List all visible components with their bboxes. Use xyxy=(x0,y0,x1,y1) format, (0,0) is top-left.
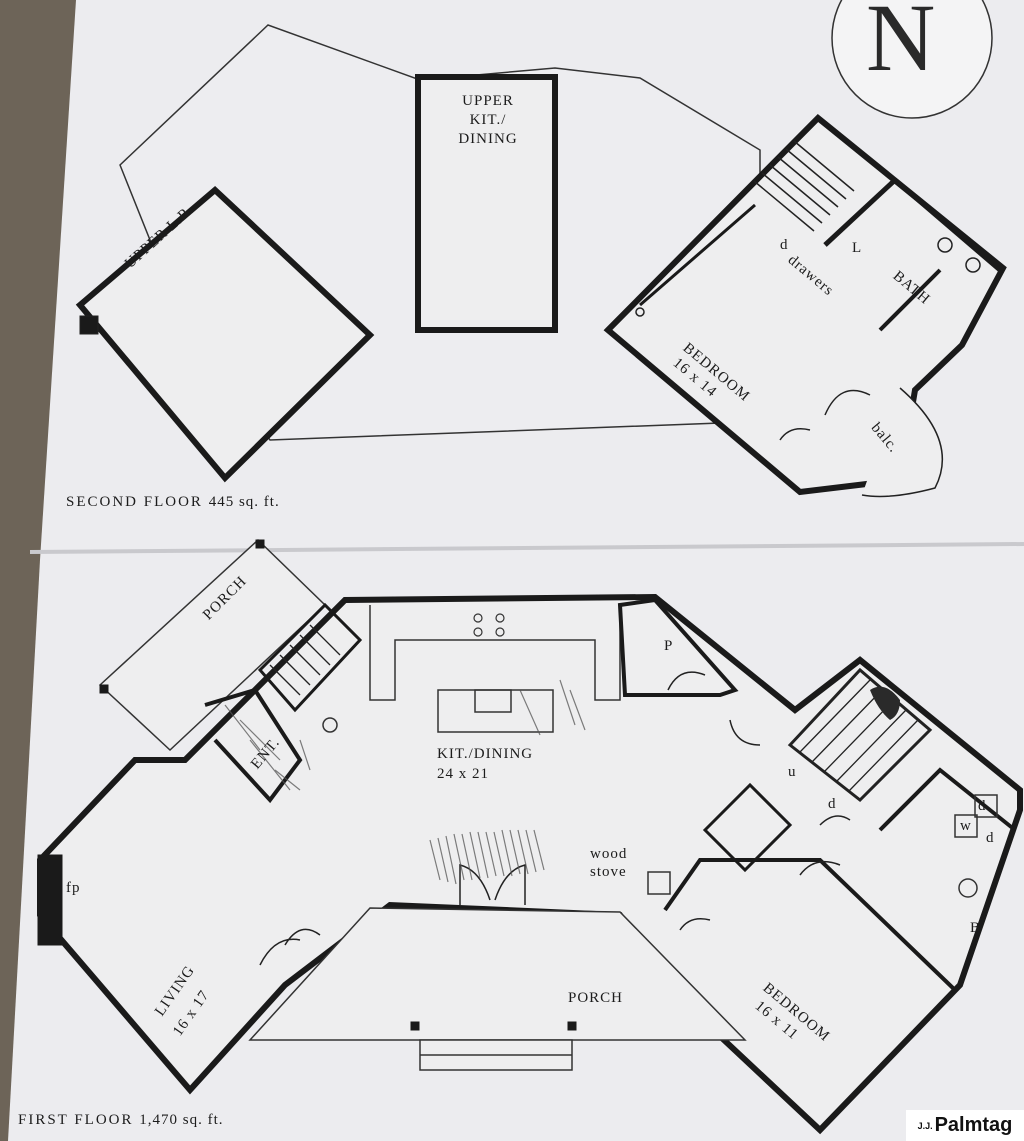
upper-bath-wall xyxy=(823,178,897,247)
upper-wall-post xyxy=(635,307,645,317)
pantry xyxy=(617,597,739,697)
pantry-label: P xyxy=(664,638,674,654)
first-floor-title: FIRST FLOOR xyxy=(18,1112,134,1128)
upper-bath-wall-2 xyxy=(893,178,1002,272)
compass-circle xyxy=(831,0,993,119)
front-porch-post-1 xyxy=(410,1021,420,1031)
first-floor-caption: FIRST FLOOR 1,470 sq. ft. xyxy=(18,1112,224,1129)
washer xyxy=(954,814,978,838)
dryer-label-2: d xyxy=(986,830,995,846)
marker-blot xyxy=(870,686,900,720)
upper-kit-label-2: KIT./ xyxy=(469,112,507,128)
side-porch-post-2 xyxy=(99,684,109,694)
upper-bedroom-inner-wall xyxy=(639,203,756,307)
front-porch-label: PORCH xyxy=(568,990,624,1006)
upper-sink-1 xyxy=(937,237,953,253)
second-floor-plan xyxy=(75,24,1007,498)
upper-kit-dining-room xyxy=(415,74,558,333)
upper-l-label: L xyxy=(852,240,863,256)
bedroom-walls xyxy=(663,858,957,992)
logo-name: Palmtag xyxy=(934,1114,1013,1136)
logo-prefix: J.J. xyxy=(917,1120,933,1131)
fireplace-label: fp xyxy=(66,880,81,896)
upper-closet-door xyxy=(779,428,811,441)
upper-kit-label-3: DINING xyxy=(458,131,518,147)
front-porch xyxy=(248,907,747,1041)
compass-letter: N xyxy=(866,0,935,91)
entry-stairs xyxy=(269,624,341,696)
front-door xyxy=(459,864,526,905)
bedroom-closet-door xyxy=(679,918,711,931)
upper-stairs xyxy=(753,140,855,232)
front-porch-post-2 xyxy=(567,1021,577,1031)
dryer xyxy=(974,794,998,818)
pencil-scribbles xyxy=(224,679,586,885)
stair-down-label: d xyxy=(828,796,837,812)
stair-door xyxy=(819,815,851,826)
balcony xyxy=(861,387,943,498)
bedroom-door xyxy=(799,860,841,876)
second-floor-area: 445 sq. ft. xyxy=(208,494,280,510)
first-floor-area: 1,470 sq. ft. xyxy=(139,1112,224,1128)
upper-lr-chimney xyxy=(79,315,99,335)
kit-dining-size: 24 x 21 xyxy=(437,766,489,782)
kitchen-counter xyxy=(369,605,621,701)
entry-stairs-box xyxy=(257,602,363,713)
upper-sink-2 xyxy=(965,257,981,273)
wood-stove-label-1: wood xyxy=(590,846,628,862)
dryer-label: d xyxy=(978,798,987,814)
entry-walls xyxy=(204,687,303,804)
wood-stove xyxy=(647,871,671,895)
pantry-door xyxy=(667,671,706,691)
washer-label: w xyxy=(960,818,972,834)
stair-up-label: u xyxy=(788,764,797,780)
upper-lr-room xyxy=(75,185,375,483)
cooktop xyxy=(473,613,505,637)
upper-kit-label-1: UPPER xyxy=(462,93,514,109)
palmtag-logo: J.J. Palmtag xyxy=(906,1110,1024,1141)
second-floor-caption: SECOND FLOOR 445 sq. ft. xyxy=(66,494,280,511)
bedroom-closet xyxy=(702,782,793,873)
side-porch-post xyxy=(255,539,265,549)
kit-dining-label: KIT./DINING xyxy=(437,746,534,762)
upper-bath-wall-3 xyxy=(878,268,942,332)
second-floor-title: SECOND FLOOR xyxy=(66,494,203,510)
bath-label: B xyxy=(970,920,982,936)
living-door xyxy=(259,928,321,966)
upper-d-label: d xyxy=(780,237,789,253)
wood-stove-label-2: stove xyxy=(590,864,627,880)
fireplace xyxy=(37,854,63,946)
upper-bedroom-door xyxy=(824,389,871,416)
fold-crease xyxy=(29,542,1024,554)
island-sink xyxy=(474,689,512,713)
first-floor-plan xyxy=(37,538,1023,1135)
bath-toilet xyxy=(958,878,978,898)
entry-closet-fixture xyxy=(322,717,338,733)
hall-door xyxy=(729,719,761,746)
bath-walls xyxy=(878,767,1017,832)
